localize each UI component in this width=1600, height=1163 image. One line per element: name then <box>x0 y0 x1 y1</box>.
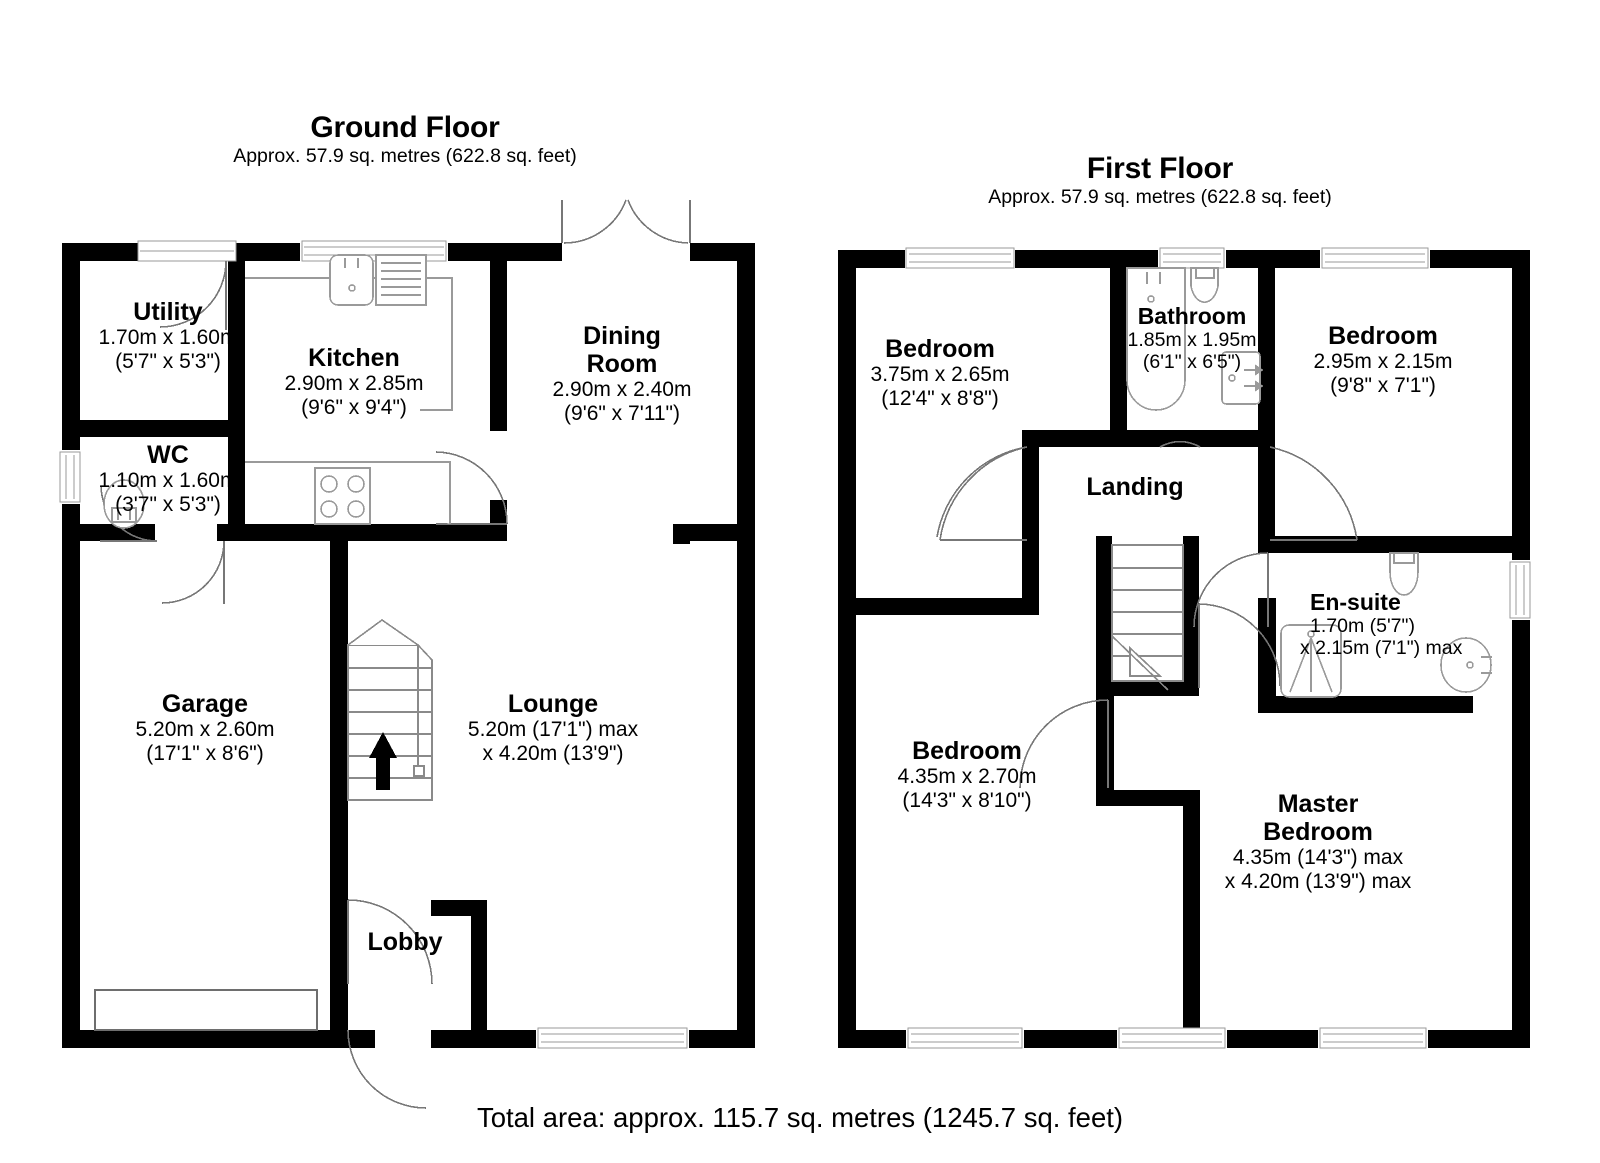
room-dim-metric: 1.70m x 1.60m <box>98 326 238 349</box>
first-floor-area: Approx. 57.9 sq. metres (622.8 sq. feet) <box>988 186 1332 208</box>
room-name: Garage <box>161 690 249 718</box>
room-dim-imperial: (6'1" x 6'5") <box>1142 350 1242 373</box>
room-name: Kitchen <box>308 344 400 372</box>
room-label-landing: Landing <box>1005 473 1265 501</box>
total-area-text: Total area: approx. 115.7 sq. metres (12… <box>476 1102 1124 1133</box>
room-label-master-bedroom: Master Bedroom 4.35m (14'3") max x 4.20m… <box>1168 790 1468 893</box>
room-dim-metric: 4.35m x 2.70m <box>897 765 1037 788</box>
room-label-lounge: Lounge 5.20m (17'1") max x 4.20m (13'9") <box>408 690 698 765</box>
room-name: Bedroom <box>1328 322 1438 350</box>
room-name: Dining <box>583 322 661 350</box>
room-dim-imperial: (9'6" x 9'4") <box>301 395 407 419</box>
room-dim-metric: 5.20m x 2.60m <box>135 718 275 741</box>
room-dim-imperial: (14'3" x 8'10") <box>902 788 1032 812</box>
room-name: Utility <box>133 298 203 326</box>
room-dim-metric: 2.90m x 2.40m <box>552 378 692 401</box>
ground-floor-area: Approx. 57.9 sq. metres (622.8 sq. feet) <box>233 145 577 167</box>
room-dim-imperial: (9'6" x 7'11") <box>564 401 680 425</box>
room-label-en-suite: En-suite 1.70m (5'7") x 2.15m (7'1") max <box>1300 589 1600 659</box>
room-dim-metric: 4.35m (14'3") max <box>1232 846 1404 869</box>
room-dim-imperial: (17'1" x 8'6") <box>146 741 264 765</box>
room-dim-metric: 2.90m x 2.85m <box>284 372 424 395</box>
room-dim-imperial: x 4.20m (13'9") max <box>1224 869 1412 893</box>
room-dim-imperial: (9'8" x 7'1") <box>1330 373 1436 397</box>
room-label-wc: WC 1.10m x 1.60m (3'7" x 5'3") <box>28 441 308 516</box>
room-name: Bedroom <box>885 335 995 363</box>
room-label-lobby: Lobby <box>305 928 505 956</box>
room-dim-metric: 1.10m x 1.60m <box>98 469 238 492</box>
room-dim-metric: 2.95m x 2.15m <box>1313 350 1453 373</box>
room-label-bedroom-front-right: Bedroom 2.95m x 2.15m (9'8" x 7'1") <box>1238 322 1528 397</box>
room-label-garage: Garage 5.20m x 2.60m (17'1" x 8'6") <box>60 690 350 765</box>
room-name: Bedroom <box>912 737 1022 765</box>
room-name: Master <box>1277 790 1359 818</box>
room-dim-metric: 1.70m (5'7") <box>1310 614 1415 637</box>
room-label-kitchen: Kitchen 2.90m x 2.85m (9'6" x 9'4") <box>209 344 499 419</box>
room-name: Bathroom <box>1137 303 1247 329</box>
room-name-line2: Bedroom <box>1263 818 1373 846</box>
room-name: Landing <box>1086 473 1184 501</box>
room-dim-metric: 1.85m x 1.95m <box>1127 328 1257 351</box>
first-floor-walls <box>838 247 1531 1049</box>
room-label-bedroom-front-left: Bedroom 3.75m x 2.65m (12'4" x 8'8") <box>795 335 1085 410</box>
room-name: Lobby <box>367 928 443 956</box>
room-dim-metric: 3.75m x 2.65m <box>870 363 1010 386</box>
room-name: Lounge <box>507 690 599 718</box>
room-dim-imperial: x 2.15m (7'1") max <box>1300 636 1463 659</box>
room-name: WC <box>147 441 189 469</box>
room-dim-imperial: (3'7" x 5'3") <box>115 492 221 516</box>
room-label-bedroom-rear-left: Bedroom 4.35m x 2.70m (14'3" x 8'10") <box>822 737 1112 812</box>
room-label-utility: Utility 1.70m x 1.60m (5'7" x 5'3") <box>28 298 308 373</box>
room-name-line2: Room <box>586 350 658 378</box>
room-label-bathroom: Bathroom 1.85m x 1.95m (6'1" x 6'5") <box>1052 303 1332 373</box>
room-dim-imperial: (5'7" x 5'3") <box>115 349 221 373</box>
stairs-up-arrow <box>369 732 397 790</box>
first-floor-title: First Floor <box>1086 152 1234 185</box>
room-dim-imperial: (12'4" x 8'8") <box>881 386 999 410</box>
room-dim-imperial: x 4.20m (13'9") <box>482 741 624 765</box>
ground-floor-walls <box>59 199 755 1109</box>
room-name: En-suite <box>1310 589 1401 615</box>
room-dim-metric: 5.20m (17'1") max <box>467 718 639 741</box>
room-label-dining-room: Dining Room 2.90m x 2.40m (9'6" x 7'11") <box>477 322 767 425</box>
ground-floor-title: Ground Floor <box>310 111 500 144</box>
